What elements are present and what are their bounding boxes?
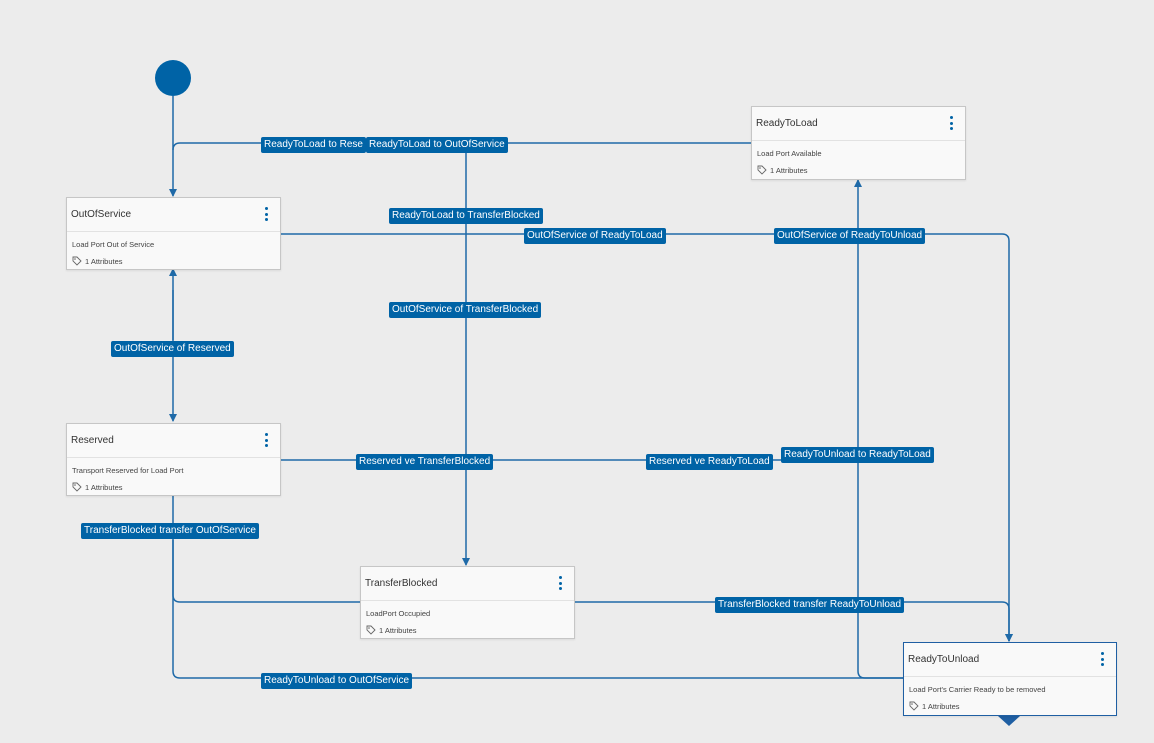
state-description: Load Port Available [757, 149, 822, 158]
tag-icon [757, 165, 767, 175]
state-reserved[interactable]: Reserved Transport Reserved for Load Por… [66, 423, 281, 496]
state-description: Load Port's Carrier Ready to be removed [909, 685, 1046, 694]
edge-label-rtu-to-rtl[interactable]: ReadyToUnload to ReadyToLoad [781, 447, 934, 463]
attributes-count: 1 Attributes [85, 256, 123, 266]
state-attributes[interactable]: 1 Attributes [909, 701, 1116, 711]
edge-transferblocked-transfer-readytounload[interactable] [574, 601, 1013, 642]
state-description: Transport Reserved for Load Port [72, 466, 184, 475]
attributes-count: 1 Attributes [85, 482, 123, 492]
edge-label-reserved-ve-rtl[interactable]: Reserved ve ReadyToLoad [646, 454, 773, 470]
state-attributes[interactable]: 1 Attributes [72, 482, 280, 492]
state-header: ReadyToUnload [904, 643, 1116, 677]
edge-label-rtl-to-reserved[interactable]: ReadyToLoad to Rese [261, 137, 366, 153]
tag-icon [909, 701, 919, 711]
more-options-icon[interactable] [558, 576, 562, 590]
edge-label-oos-of-tb[interactable]: OutOfService of TransferBlocked [389, 302, 542, 318]
state-ready-to-unload[interactable]: ReadyToUnload Load Port's Carrier Ready … [903, 642, 1117, 716]
attributes-count: 1 Attributes [770, 165, 808, 175]
state-attributes[interactable]: 1 Attributes [72, 256, 280, 266]
tag-icon [72, 256, 82, 266]
edge-label-rtu-to-oos[interactable]: ReadyToUnload to OutOfService [261, 673, 413, 689]
attributes-count: 1 Attributes [922, 701, 960, 711]
edge-label-reserved-ve-tb[interactable]: Reserved ve TransferBlocked [356, 454, 494, 470]
edge-outofservice-to-readytoload[interactable] [280, 233, 1013, 642]
state-ready-to-load[interactable]: ReadyToLoad Load Port Available 1 Attrib… [751, 106, 966, 180]
state-header: Reserved [67, 424, 280, 458]
attributes-count: 1 Attributes [379, 625, 417, 635]
state-header: TransferBlocked [361, 567, 574, 601]
edge-readytounload-to-outofservice[interactable] [172, 540, 904, 679]
state-transfer-blocked[interactable]: TransferBlocked LoadPort Occupied 1 Attr… [360, 566, 575, 639]
more-options-icon[interactable] [1100, 652, 1104, 666]
more-options-icon[interactable] [949, 116, 953, 130]
end-marker-icon [998, 716, 1020, 726]
edge-readytoload-to-outofservice[interactable] [172, 142, 752, 151]
edge-label-tb-transfer-rtu[interactable]: TransferBlocked transfer ReadyToUnload [715, 597, 905, 613]
tag-icon [366, 625, 376, 635]
state-title: ReadyToLoad [756, 118, 818, 129]
state-title: OutOfService [71, 209, 132, 220]
initial-state[interactable] [155, 60, 191, 96]
state-header: ReadyToLoad [752, 107, 965, 141]
state-header: OutOfService [67, 198, 280, 232]
edge-label-rtl-to-oos[interactable]: ReadyToLoad to OutOfService [366, 137, 508, 153]
edge-label-rtl-to-tb[interactable]: ReadyToLoad to TransferBlocked [389, 208, 543, 224]
more-options-icon[interactable] [264, 433, 268, 447]
state-title: Reserved [71, 435, 114, 446]
state-title: TransferBlocked [365, 578, 438, 589]
state-attributes[interactable]: 1 Attributes [757, 165, 965, 175]
edge-label-tb-transfer-oos[interactable]: TransferBlocked transfer OutOfService [81, 523, 259, 539]
edge-transferblocked-transfer-outofservice[interactable] [172, 496, 361, 603]
state-out-of-service[interactable]: OutOfService Load Port Out of Service 1 … [66, 197, 281, 270]
edge-label-oos-of-reserved[interactable]: OutOfService of Reserved [111, 341, 234, 357]
state-description: LoadPort Occupied [366, 609, 431, 618]
tag-icon [72, 482, 82, 492]
edge-label-oos-of-rtu[interactable]: OutOfService of ReadyToUnload [774, 228, 926, 244]
state-attributes[interactable]: 1 Attributes [366, 625, 574, 635]
state-description: Load Port Out of Service [72, 240, 155, 249]
edge-label-oos-of-rtl[interactable]: OutOfService of ReadyToLoad [524, 228, 666, 244]
state-title: ReadyToUnload [908, 654, 980, 665]
more-options-icon[interactable] [264, 207, 268, 221]
